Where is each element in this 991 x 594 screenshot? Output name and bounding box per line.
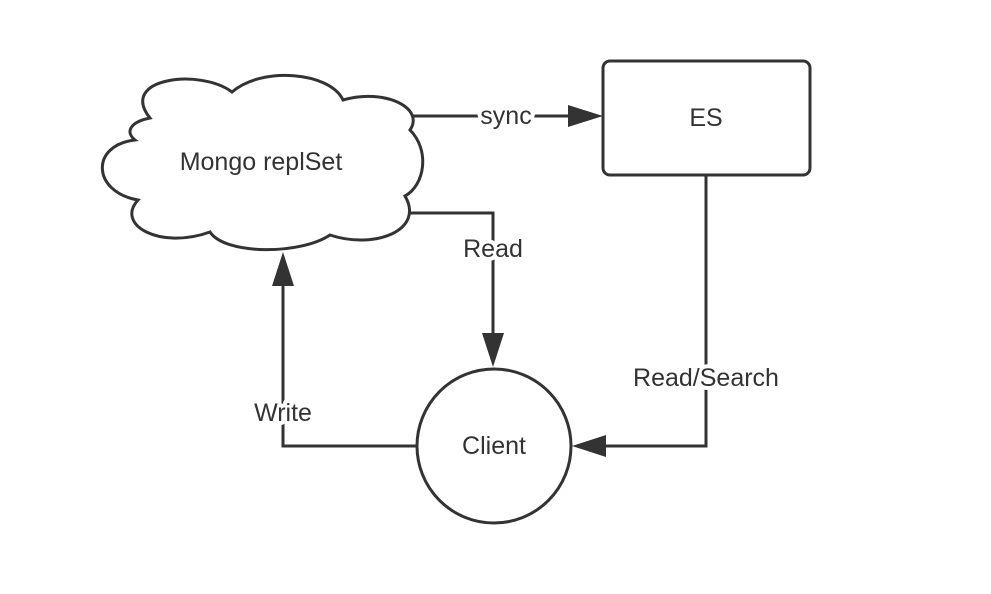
edge-read-search-line (604, 176, 708, 448)
edge-write-line (281, 284, 416, 448)
node-es: ES (601, 59, 812, 177)
node-client: Client (415, 367, 573, 525)
node-es-label: ES (689, 104, 722, 132)
edge-read-arrowhead (482, 333, 504, 367)
edge-write: Write (250, 252, 416, 448)
edge-read-label: Read (463, 235, 523, 263)
edge-sync-arrowhead (568, 105, 603, 127)
cloud-shape (100, 73, 425, 252)
client-circle (415, 367, 573, 525)
edge-write-arrowhead (272, 252, 294, 286)
edge-read-line (410, 211, 495, 336)
edge-sync-label: sync (480, 102, 531, 130)
node-mongo-label: Mongo replSet (180, 148, 343, 176)
edge-read-search: Read/Search (572, 176, 783, 457)
edge-write-label: Write (254, 399, 312, 427)
node-mongo-replset: Mongo replSet (100, 73, 425, 252)
edge-read-search-label: Read/Search (633, 364, 779, 392)
edge-sync: sync (410, 98, 603, 134)
es-box (601, 59, 812, 177)
node-client-label: Client (462, 432, 526, 460)
edge-read-search-arrowhead (572, 435, 606, 457)
edge-read: Read (410, 211, 527, 367)
